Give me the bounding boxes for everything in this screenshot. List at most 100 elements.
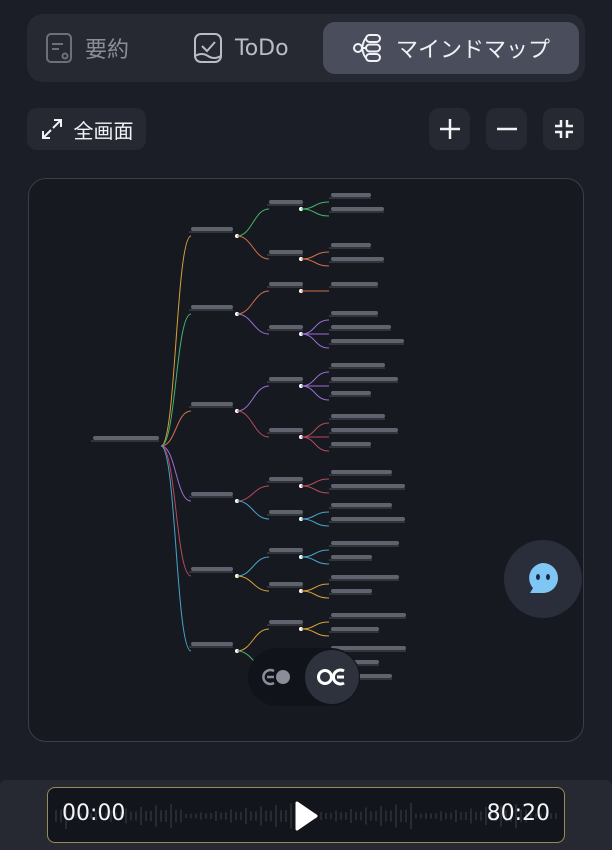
mindmap-edge — [300, 201, 330, 210]
tab-mindmap[interactable]: マインドマップ — [323, 22, 579, 74]
todo-check-icon — [194, 33, 222, 63]
mindmap-edge — [300, 621, 330, 630]
leaf-node — [331, 503, 392, 507]
mindmap-graph[interactable] — [29, 179, 584, 742]
expand-icon — [41, 119, 62, 139]
mindmap-edge — [300, 583, 330, 592]
mindmap-edge — [300, 478, 330, 487]
play-icon — [295, 801, 318, 831]
root-node — [93, 436, 159, 440]
sub-node — [269, 428, 303, 432]
leaf-node — [331, 646, 406, 650]
mindmap-edge — [300, 549, 330, 558]
leaf-node — [331, 282, 378, 286]
sub-node — [269, 200, 303, 204]
sub-node — [269, 325, 303, 329]
leaf-node — [331, 555, 372, 559]
mindmap-edge — [300, 628, 330, 637]
mindmap-edge — [236, 556, 270, 577]
leaf-node — [331, 613, 406, 617]
sub-node — [269, 377, 303, 381]
mindmap-edge — [300, 258, 330, 267]
mindmap-edge — [300, 385, 330, 401]
mindmap-edge — [160, 313, 192, 447]
audio-player: 00:00 80:20 — [47, 787, 565, 843]
chat-assistant-button[interactable] — [504, 540, 582, 618]
leaf-node — [331, 243, 371, 247]
mindmap-edge — [236, 410, 270, 438]
mindmap-edge — [236, 485, 270, 502]
mindmap-edge — [160, 410, 192, 447]
mindmap-edge — [236, 235, 270, 260]
leaf-node — [331, 339, 404, 343]
layout-left-button[interactable] — [250, 650, 304, 704]
mindmap-edge — [300, 518, 330, 527]
zoom-out-button[interactable] — [486, 108, 527, 150]
leaf-node — [331, 414, 385, 418]
branch-node — [191, 642, 233, 646]
sub-node — [269, 250, 303, 254]
leaf-node — [331, 325, 391, 329]
sub-node — [269, 620, 303, 624]
mindmap-edge — [300, 251, 330, 260]
tab-todo[interactable]: ToDo — [193, 22, 289, 74]
layout-right-button[interactable] — [305, 650, 359, 704]
play-button[interactable] — [294, 801, 318, 835]
sub-node — [269, 510, 303, 514]
mindmap-edge — [236, 290, 270, 315]
plus-icon — [439, 119, 460, 139]
mindmap-edge — [236, 575, 270, 592]
mindmap-edge — [160, 445, 192, 652]
mindmap-edge — [300, 590, 330, 599]
tab-mindmap-label: マインドマップ — [395, 38, 550, 63]
fullscreen-button[interactable]: 全画面 — [27, 108, 146, 150]
sub-node — [269, 477, 303, 481]
branch-node — [191, 492, 233, 496]
tab-summary[interactable]: 要約 — [45, 22, 129, 74]
current-time: 00:00 — [62, 801, 126, 826]
minus-icon — [496, 127, 517, 131]
branch-node — [191, 227, 233, 231]
chat-bubble-icon — [529, 563, 558, 593]
mindmap-edge — [300, 333, 330, 349]
fit-view-button[interactable] — [543, 108, 584, 150]
leaf-node — [331, 428, 398, 432]
zoom-in-button[interactable] — [429, 108, 470, 150]
mindmap-edge — [160, 445, 192, 577]
leaf-node — [331, 207, 384, 211]
mindmap-icon — [352, 34, 381, 62]
view-tabs: 要約 ToDo マインドマップ — [27, 14, 585, 82]
tab-summary-label: 要約 — [85, 38, 130, 63]
layout-right-icon — [317, 668, 345, 686]
summary-icon — [46, 33, 72, 63]
mindmap-edge — [236, 628, 270, 652]
leaf-node — [331, 575, 399, 579]
leaf-node — [331, 193, 371, 197]
mindmap-edge — [236, 500, 270, 520]
branch-node — [191, 305, 233, 309]
branch-node — [191, 402, 233, 406]
mindmap-edge — [300, 485, 330, 494]
leaf-node — [331, 311, 378, 315]
total-time: 80:20 — [486, 801, 550, 826]
leaf-node — [331, 391, 371, 395]
tab-todo-label: ToDo — [235, 35, 289, 61]
leaf-node — [331, 541, 399, 545]
mindmap-edge — [236, 385, 270, 412]
collapse-icon — [554, 120, 573, 138]
leaf-node — [331, 377, 398, 381]
sub-node — [269, 582, 303, 586]
leaf-node — [331, 470, 392, 474]
mindmap-edge — [160, 235, 192, 447]
waveform[interactable] — [48, 788, 566, 844]
mindmap-edge — [300, 208, 330, 217]
leaf-node — [331, 442, 371, 446]
mindmap-edge — [236, 313, 270, 335]
leaf-node — [331, 363, 385, 367]
mindmap-edge — [300, 556, 330, 565]
sub-node — [269, 548, 303, 552]
branch-node — [191, 567, 233, 571]
mindmap-edge — [300, 422, 330, 438]
layout-toggle — [248, 648, 360, 706]
leaf-node — [331, 517, 405, 521]
